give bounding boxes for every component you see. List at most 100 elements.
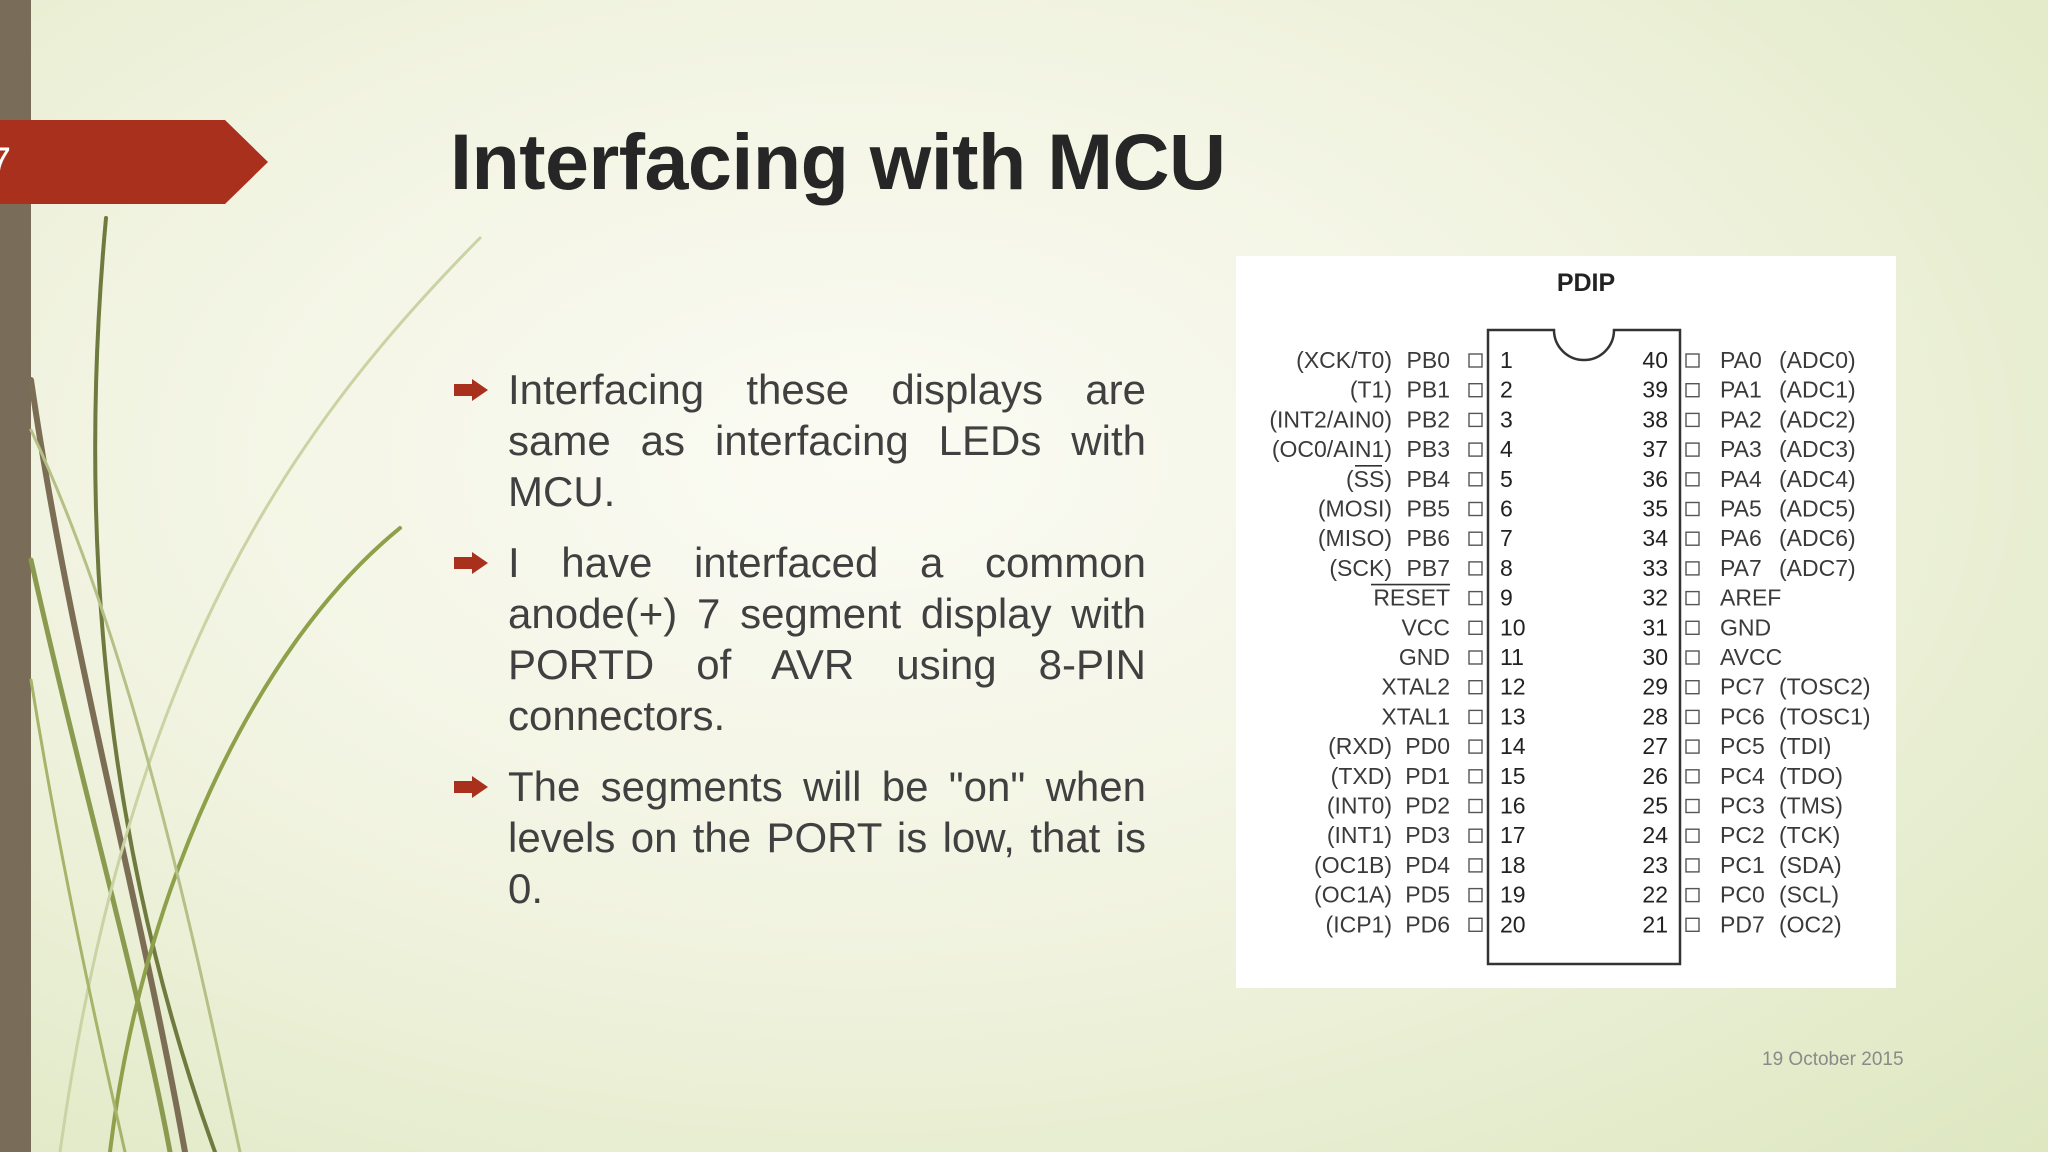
pin-number: 25 [1642, 793, 1668, 819]
pin-number: 32 [1642, 585, 1668, 611]
pin-number: 6 [1500, 496, 1513, 522]
pin-alt-function: (OC1A) [1314, 882, 1392, 908]
pin-name: PB5 [1407, 496, 1450, 522]
pin-alt-function: (OC2) [1779, 911, 1842, 937]
pin-name: PC7 [1720, 674, 1765, 700]
pin-alt-function: (ADC7) [1779, 555, 1856, 581]
pin-name: GND [1399, 644, 1450, 670]
pin-alt-function: (INT0) [1327, 793, 1392, 819]
pin-name: PB2 [1407, 406, 1450, 432]
pin-alt-function: (ADC5) [1779, 496, 1856, 522]
pin-name: PA6 [1720, 525, 1762, 551]
pin-pad [1468, 828, 1483, 843]
pin-name: PD2 [1405, 793, 1450, 819]
pin-name: GND [1720, 614, 1771, 640]
pin-name: PC0 [1720, 882, 1765, 908]
pin-pad [1468, 858, 1483, 873]
pin-name: PC1 [1720, 852, 1765, 878]
pin-name: PA5 [1720, 496, 1762, 522]
pin-pad [1468, 472, 1483, 487]
pin-alt-function: (MOSI) [1318, 496, 1392, 522]
chip-body [1486, 328, 1682, 966]
pin-pad [1685, 472, 1700, 487]
pin-name: PA2 [1720, 406, 1762, 432]
pin-pad [1468, 561, 1483, 576]
pin-number: 13 [1500, 703, 1526, 729]
pin-pad [1468, 353, 1483, 368]
pin-name: PB3 [1407, 436, 1450, 462]
pin-alt-function: (ADC2) [1779, 406, 1856, 432]
pin-number: 30 [1642, 644, 1668, 670]
pin-alt-function: (INT2/AIN0) [1269, 406, 1392, 432]
grass-decoration [28, 216, 482, 1152]
pin-name: PB0 [1407, 347, 1450, 373]
pin-pad [1685, 739, 1700, 754]
pin-pad [1468, 798, 1483, 814]
pin-alt-function: (SCL) [1779, 882, 1839, 908]
pin-pad [1685, 353, 1700, 368]
pin-pad [1468, 650, 1483, 665]
pin-name: XTAL2 [1381, 674, 1450, 700]
bullet-item: Interfacing these displays are same as i… [450, 364, 1146, 517]
pin-name: PC4 [1720, 763, 1765, 789]
bullet-text: The segments will be "on" when levels on… [508, 763, 1146, 912]
pin-pad [1468, 739, 1483, 754]
pin-alt-function: (INT1) [1327, 822, 1392, 848]
arrow-bullet-icon [454, 379, 488, 401]
pin-pad [1685, 501, 1700, 517]
pin-alt-function: (T1) [1350, 377, 1392, 403]
pin-name: PD6 [1405, 911, 1450, 937]
slide-number-tab [0, 120, 268, 204]
pin-name: PA7 [1720, 555, 1762, 581]
pin-pad [1685, 769, 1700, 784]
pin-number: 3 [1500, 406, 1513, 432]
pin-number: 5 [1500, 466, 1513, 492]
pin-number: 4 [1500, 436, 1513, 462]
bullet-text: Interfacing these displays are same as i… [508, 366, 1146, 515]
pin-name: PB6 [1407, 525, 1450, 551]
pin-number: 15 [1500, 763, 1526, 789]
pin-pad [1468, 382, 1483, 398]
pin-pad [1685, 917, 1700, 932]
pin-number: 11 [1500, 644, 1524, 670]
pin-name: XTAL1 [1381, 703, 1450, 729]
pin-pad [1685, 709, 1700, 725]
pin-name: PA4 [1720, 466, 1762, 492]
bullet-item: I have interfaced a common anode(+) 7 se… [450, 537, 1146, 741]
pin-name: PD5 [1405, 882, 1450, 908]
pin-pad [1685, 531, 1700, 546]
pin-pad [1685, 620, 1700, 635]
pin-name: VCC [1401, 614, 1450, 640]
pin-number: 39 [1642, 377, 1668, 403]
pin-number: 26 [1642, 763, 1668, 789]
pin-alt-function: (ADC3) [1779, 436, 1856, 462]
bullet-text: I have interfaced a common anode(+) 7 se… [508, 539, 1146, 739]
pin-alt-function: (TOSC2) [1779, 674, 1871, 700]
pin-name: PB1 [1407, 377, 1450, 403]
pin-alt-function: (TXD) [1331, 763, 1392, 789]
pin-alt-function: (RXD) [1328, 733, 1392, 759]
pin-alt-function: (XCK/T0) [1296, 347, 1392, 373]
pinout-svg: PDIP 1PB0(XCK/T0)2PB1(T1)3PB2(INT2/AIN0)… [1269, 269, 1871, 966]
pin-number: 14 [1500, 733, 1526, 759]
pin-pad [1685, 412, 1700, 428]
pin-name: PC6 [1720, 703, 1765, 729]
pin-number: 36 [1642, 466, 1668, 492]
pin-alt-function: (ICP1) [1326, 911, 1392, 937]
pin-pad [1468, 709, 1483, 725]
pin-name: PA1 [1720, 377, 1762, 403]
pin-pad [1468, 531, 1483, 546]
pin-number: 17 [1500, 822, 1526, 848]
pin-number: 9 [1500, 585, 1513, 611]
pin-alt-function: (ADC1) [1779, 377, 1856, 403]
pin-pad [1468, 442, 1483, 457]
pin-number: 34 [1642, 525, 1668, 551]
pin-name: PD0 [1405, 733, 1450, 759]
pin-alt-function: (TOSC1) [1779, 703, 1871, 729]
pin-name: PD1 [1405, 763, 1450, 789]
pin-alt-function: (TMS) [1779, 793, 1843, 819]
pin-alt-function: (TDO) [1779, 763, 1843, 789]
pin-pad [1468, 412, 1483, 428]
pin-number: 12 [1500, 674, 1526, 700]
